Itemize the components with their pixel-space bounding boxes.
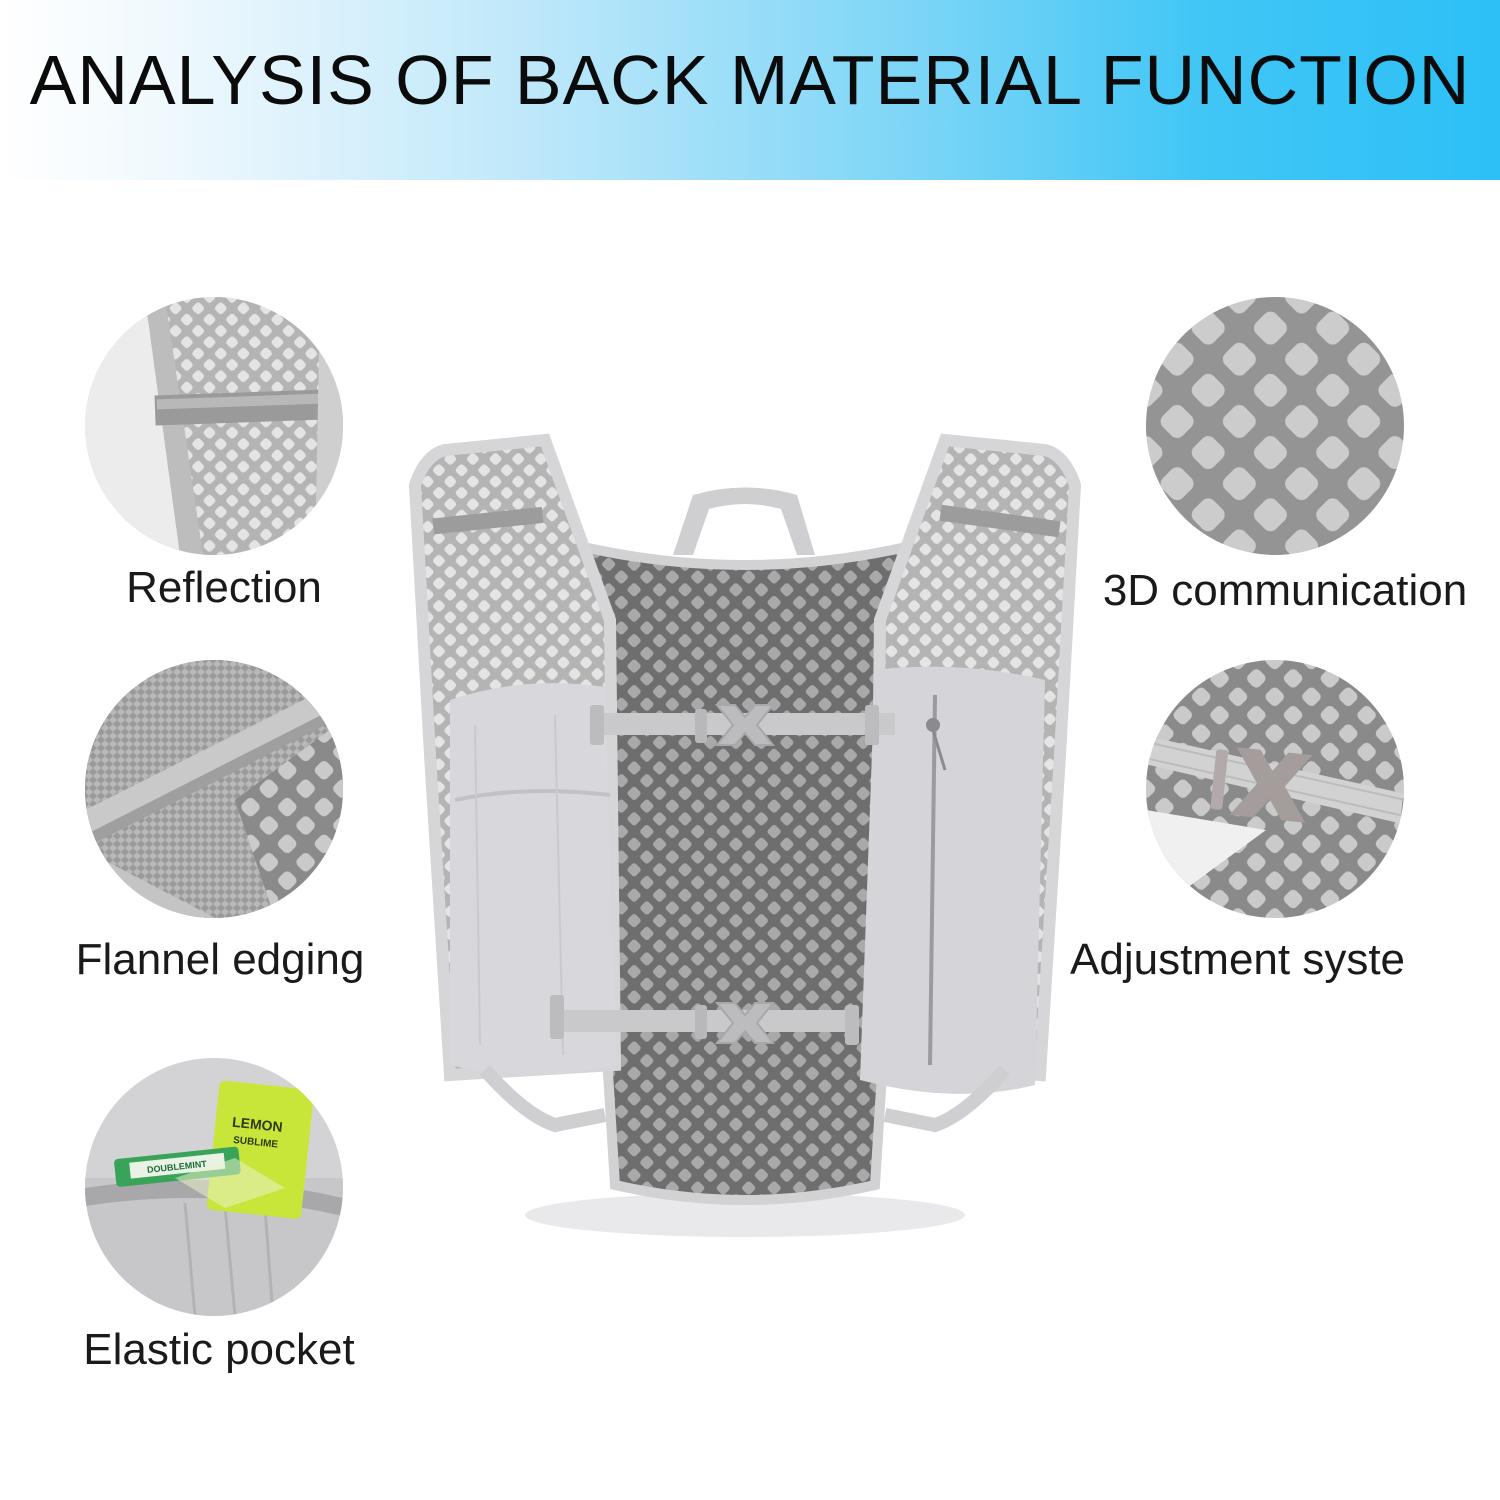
svg-text:LEMON: LEMON	[231, 1114, 283, 1135]
lower-chest-strap	[550, 995, 859, 1045]
header-banner: ANALYSIS OF BACK MATERIAL FUNCTION	[0, 0, 1500, 180]
adjustment-system-label: Adjustment syste	[1070, 935, 1406, 984]
svg-text:SUBLIME: SUBLIME	[233, 1135, 279, 1151]
upper-chest-strap	[590, 704, 895, 746]
zipper	[928, 694, 937, 1066]
vest-product-image	[405, 425, 1085, 1245]
adjustment-system-detail-image	[1146, 660, 1404, 918]
flannel-edging-detail-image	[85, 660, 343, 918]
left-bottle-pocket	[450, 683, 617, 1075]
3d-mesh-detail-image	[1146, 297, 1404, 555]
page-title: ANALYSIS OF BACK MATERIAL FUNCTION	[29, 41, 1471, 119]
elastic-pocket-detail-image: LEMON SUBLIME DOUBLEMINT	[85, 1058, 343, 1316]
buckle-x	[1210, 747, 1313, 823]
flannel-edging-label: Flannel edging	[75, 935, 365, 984]
top-handle	[673, 487, 815, 555]
reflection-label: Reflection	[126, 563, 322, 612]
right-zip-pocket	[860, 666, 1045, 1094]
3d-communication-label: 3D communication	[1102, 566, 1468, 615]
back-mesh-panel	[575, 545, 915, 1200]
elastic-pocket-label: Elastic pocket	[83, 1325, 355, 1374]
reflection-detail-image	[85, 297, 343, 555]
